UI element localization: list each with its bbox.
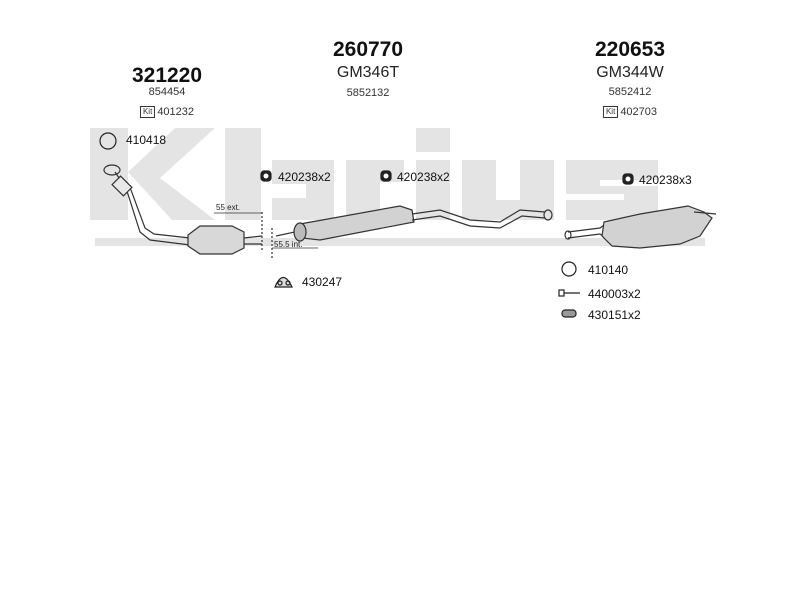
ref-code-middle: GM346T: [336, 64, 400, 81]
label-gasket-front: 410418: [126, 133, 167, 147]
kit-rear: Kit 402703: [602, 106, 658, 118]
bolt-icon: [558, 289, 580, 297]
kit-front: Kit 401232: [139, 106, 195, 118]
oe-number-front: 854454: [148, 86, 186, 98]
label-clamp-rear: 420238x3: [639, 173, 692, 187]
kit-number-front: 401232: [157, 106, 195, 118]
rear-pipe: [567, 221, 609, 233]
clamp-icon: [380, 170, 392, 182]
dimension-int-label: 55.5 int.: [274, 240, 303, 249]
flex-joint: [111, 175, 133, 197]
part-number-front: 321220: [131, 64, 203, 87]
ref-code-rear: GM344W: [596, 64, 664, 81]
part-number-rear: 220653: [594, 38, 666, 61]
rubber-mount-icon: [274, 276, 293, 288]
middle-pipe-rear: [411, 209, 546, 223]
ring-gasket-icon: [561, 261, 577, 277]
label-clamp-front-mid: 420238x2: [278, 170, 331, 184]
middle-pipe-end: [543, 209, 553, 221]
rear-silencer: [601, 205, 717, 249]
label-ring-rear: 410140: [588, 263, 629, 277]
kit-label: Kit: [139, 106, 156, 118]
rubber-hanger-icon: [561, 309, 577, 318]
catalytic-converter: [187, 225, 263, 255]
part-number-middle: 260770: [332, 38, 404, 61]
oe-number-rear: 5852412: [608, 86, 652, 98]
middle-silencer: [293, 205, 415, 242]
oe-number-middle: 5852132: [346, 87, 390, 99]
label-bolt-rear: 440003x2: [588, 287, 641, 301]
label-rubber-rear: 430151x2: [588, 308, 641, 322]
kit-label: Kit: [602, 106, 619, 118]
label-clamp-mid: 420238x2: [397, 170, 450, 184]
clamp-icon: [622, 173, 634, 185]
label-mount: 430247: [302, 275, 343, 289]
kit-number-rear: 402703: [620, 106, 658, 118]
gasket-icon: [99, 132, 117, 150]
front-flange: [103, 164, 121, 176]
clamp-icon: [260, 170, 272, 182]
dimension-ext-label: 55 ext.: [216, 203, 241, 212]
